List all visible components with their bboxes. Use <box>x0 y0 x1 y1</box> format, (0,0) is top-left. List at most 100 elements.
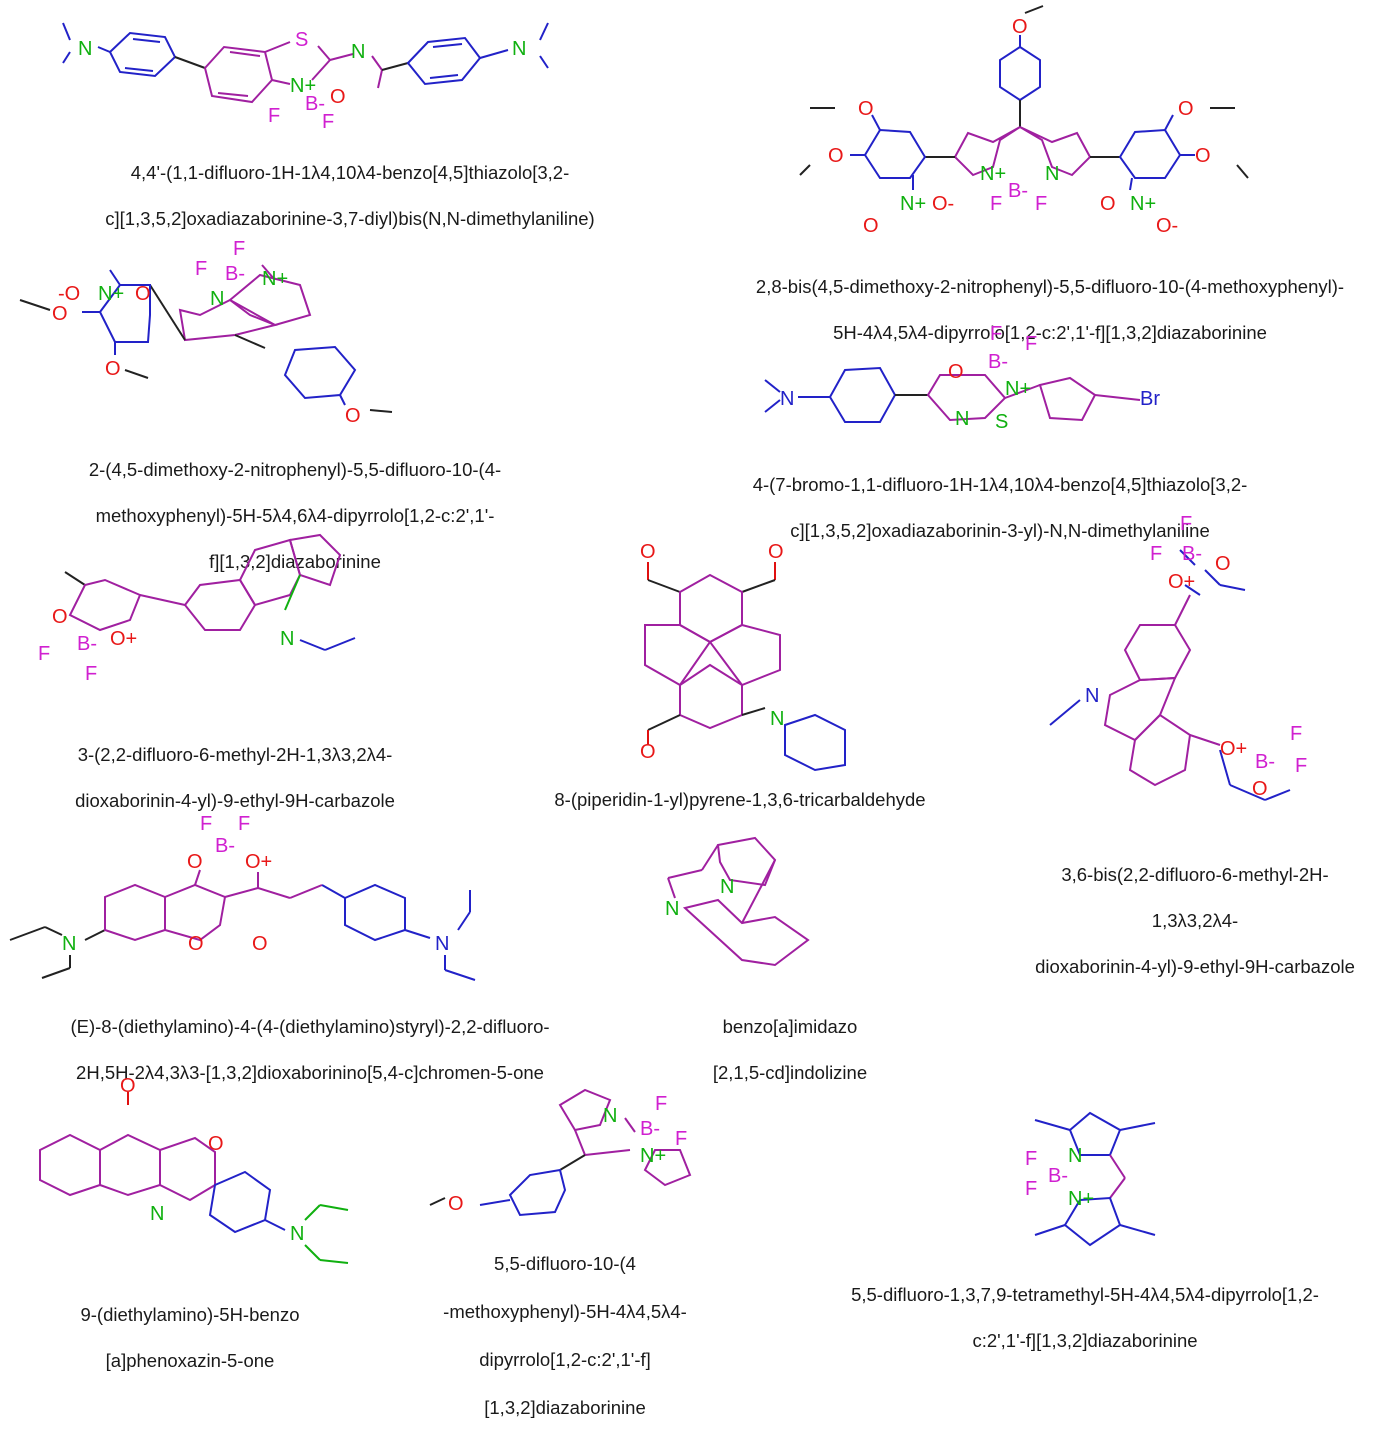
atom-label: B- <box>1048 1165 1068 1187</box>
compound-name: 3,6-bis(2,2-difluoro-6-methyl-2H- 1,3λ3,… <box>990 840 1400 1001</box>
atom-label: B- <box>225 263 245 285</box>
atom-label: F <box>1180 513 1192 535</box>
atom-label: O+ <box>1168 571 1195 593</box>
structure-4: F F O B- N+ N N S Br <box>764 323 1160 433</box>
compound-10: O O N N 9-(diethylamino)-5H-benzo [a]phe… <box>0 1075 400 1371</box>
compound-name: 9-(diethylamino)-5H-benzo [a]phenoxazin-… <box>0 1280 380 1395</box>
atom-label: O <box>640 741 656 763</box>
atom-label: O- <box>1156 215 1178 237</box>
structure-7: F F B- O O+ N O+ B- F F O <box>1049 513 1307 801</box>
atom-label: O <box>188 933 204 955</box>
atom-label: N+ <box>1005 378 1031 400</box>
atom-label: N <box>1045 163 1059 185</box>
structure-6: O O O N <box>640 541 846 772</box>
atom-label: O+ <box>110 628 137 650</box>
name-line: 5H-4λ4,5λ4-dipyrrolo[1,2-c:2',1'-f][1,3,… <box>833 322 1267 343</box>
compound-name: 8-(piperidin-1-yl)pyrene-1,3,6-tricarbal… <box>500 765 980 834</box>
atom-label: B- <box>988 351 1008 373</box>
structure-9: N N <box>665 836 810 967</box>
compound-name: 2-(4,5-dimethoxy-2-nitrophenyl)-5,5-difl… <box>0 435 590 596</box>
compound-name: 4,4'-(1,1-difluoro-1H-1λ4,10λ4-benzo[4,5… <box>0 138 700 253</box>
atom-label: N <box>1068 1145 1082 1167</box>
compound-8: F F B- O O+ N O O N (E)-8-(diethylamino)… <box>0 800 620 1083</box>
atom-label: N+ <box>900 193 926 215</box>
name-line: 3-(2,2-difluoro-6-methyl-2H-1,3λ3,2λ4- <box>77 744 393 765</box>
atom-label: N <box>603 1105 617 1127</box>
name-line: dipyrrolo[1,2-c:2',1'-f] <box>479 1349 651 1370</box>
atom-label: N+ <box>262 268 288 290</box>
atom-label: B- <box>77 633 97 655</box>
atom-label: N <box>351 41 365 63</box>
structure-11: N B- F F N+ O <box>429 1088 692 1217</box>
atom-label: O <box>948 361 964 383</box>
name-line: 1,3λ3,2λ4- <box>1151 910 1239 931</box>
atom-label: S <box>995 411 1008 433</box>
name-line: c][1,3,5,2]oxadiazaborinin-3-yl)-N,N-dim… <box>790 520 1210 541</box>
atom-label: O <box>1215 553 1231 575</box>
compound-9: N N benzo[a]imidazo [2,1,5-cd]indolizine <box>640 800 940 1083</box>
name-line: 9-(diethylamino)-5H-benzo <box>80 1304 300 1325</box>
atom-label: B- <box>1008 180 1028 202</box>
compound-12: F F N B- N+ 5,5-difluoro-1,3,7,9-tetrame… <box>770 1090 1400 1351</box>
atom-label: O <box>1100 193 1116 215</box>
atom-label: F <box>1025 1178 1037 1200</box>
name-line: 2,8-bis(4,5-dimethoxy-2-nitrophenyl)-5,5… <box>755 276 1345 297</box>
atom-label: O <box>768 541 784 563</box>
atom-label: O+ <box>245 851 272 873</box>
name-line: benzo[a]imidazo <box>722 1016 858 1037</box>
atom-label: F <box>675 1128 687 1150</box>
name-line: 2-(4,5-dimethoxy-2-nitrophenyl)-5,5-difl… <box>88 459 502 480</box>
atom-label: F <box>233 238 245 260</box>
atom-label: O <box>187 851 203 873</box>
atom-label: N <box>210 288 224 310</box>
atom-label: F <box>655 1093 667 1115</box>
atom-label: F <box>85 663 97 685</box>
atom-label: N <box>280 628 294 650</box>
name-line: 5,5-difluoro-10-(4 <box>494 1253 636 1274</box>
name-line: c:2',1'-f][1,3,2]diazaborinine <box>972 1330 1198 1351</box>
structure-12: F F N B- N+ <box>1025 1111 1156 1247</box>
atom-label: S <box>295 29 308 51</box>
atom-label: F <box>1150 543 1162 565</box>
compound-name: 4-(7-bromo-1,1-difluoro-1H-1λ4,10λ4-benz… <box>650 450 1350 565</box>
atom-label: B- <box>1182 543 1202 565</box>
atom-label: O <box>208 1133 224 1155</box>
name-line: dioxaborinin-4-yl)-9-ethyl-9H-carbazole <box>1035 956 1355 977</box>
atom-label: F <box>1035 193 1047 215</box>
atom-label: O <box>640 541 656 563</box>
name-line: 8-(piperidin-1-yl)pyrene-1,3,6-tricarbal… <box>554 789 926 810</box>
atom-label: F <box>200 813 212 835</box>
atom-label: F <box>1290 723 1302 745</box>
compound-11: N B- F F N+ O 5,5-difluoro-10-(4 -methox… <box>400 1080 730 1418</box>
compound-4: F F O B- N+ N N S Br 4-(7-bromo-1,1-difl… <box>650 300 1400 541</box>
atom-label: F <box>1025 333 1037 355</box>
atom-label: N <box>955 408 969 430</box>
atom-label: O <box>52 606 68 628</box>
atom-label: B- <box>1255 751 1275 773</box>
compound-5: O F B- O+ F N 3-(2,2-difluoro-6-methyl-2… <box>0 520 470 811</box>
atom-label: O <box>858 98 874 120</box>
atom-label: N+ <box>98 283 124 305</box>
structure-3: F F B- N N+ -O N+ O O O O <box>19 238 393 427</box>
name-line: [a]phenoxazin-5-one <box>105 1350 275 1371</box>
name-line: 4,4'-(1,1-difluoro-1H-1λ4,10λ4-benzo[4,5… <box>130 162 570 183</box>
atom-label: F <box>990 193 1002 215</box>
atom-label: F <box>195 258 207 280</box>
atom-label: F <box>1295 755 1307 777</box>
compound-name: 5,5-difluoro-1,3,7,9-tetramethyl-5H-4λ4,… <box>770 1260 1400 1375</box>
atom-label: O <box>105 358 121 380</box>
atom-label: -O <box>58 283 80 305</box>
name-line: 3,6-bis(2,2-difluoro-6-methyl-2H- <box>1061 864 1329 885</box>
atom-label: N <box>78 38 92 60</box>
name-line: [2,1,5-cd]indolizine <box>712 1062 868 1083</box>
atom-label: N <box>150 1203 164 1225</box>
atom-label: O <box>1012 16 1028 38</box>
atom-label: F <box>322 111 334 133</box>
compound-name: 2,8-bis(4,5-dimethoxy-2-nitrophenyl)-5,5… <box>700 252 1400 367</box>
atom-label: N <box>435 933 449 955</box>
atom-label: O <box>135 283 151 305</box>
structure-1: N N S N N+ B- O F F <box>62 22 549 133</box>
name-line: 4-(7-bromo-1,1-difluoro-1H-1λ4,10λ4-benz… <box>752 474 1248 495</box>
atom-label: O <box>1252 778 1268 800</box>
compound-3: F F B- N N+ -O N+ O O O O 2-(4,5-dimetho… <box>0 230 590 572</box>
